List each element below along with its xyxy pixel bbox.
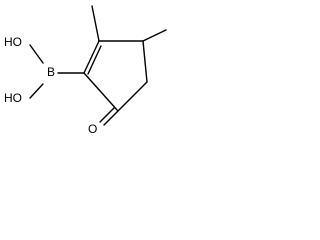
- bond-ho1-b: [29, 44, 44, 64]
- bond-c2-methyl: [91, 5, 100, 42]
- bond-c1-c2-double: [87, 45, 102, 75]
- bond-c5-c1: [83, 72, 119, 112]
- bond-c4-c5: [117, 81, 148, 112]
- boron-label: B: [47, 65, 55, 79]
- hydroxyl-label-bottom: HO: [4, 91, 22, 105]
- bond-c3-methyl: [142, 29, 167, 42]
- bond-c5-o-double: [99, 107, 115, 123]
- chemical-structure-diagram: HO HO B O: [4, 5, 167, 136]
- bond-c5-o: [103, 110, 119, 126]
- hydroxyl-label-top: HO: [4, 35, 22, 49]
- bond-ho2-b: [29, 83, 44, 99]
- carbonyl-oxygen-label: O: [88, 122, 97, 136]
- molecule-canvas: HO HO B O: [0, 0, 174, 152]
- bond-c3-c4: [142, 40, 148, 83]
- bond-c1-c2: [83, 40, 100, 74]
